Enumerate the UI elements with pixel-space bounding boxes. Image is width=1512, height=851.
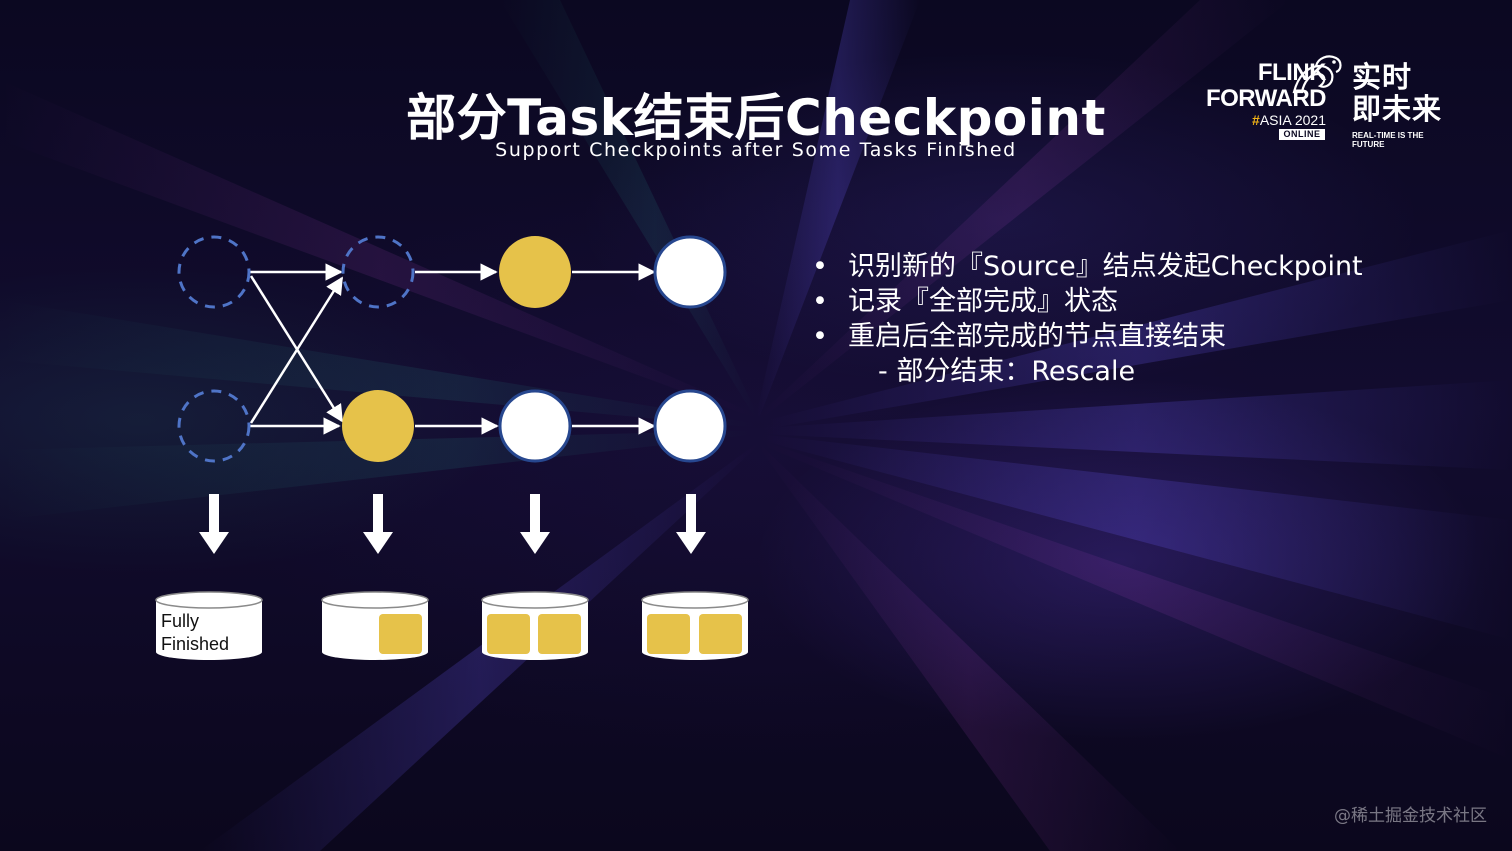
logo-hash: #	[1252, 112, 1260, 128]
logo-flink-text: FLINK	[1257, 59, 1327, 86]
logo-edition: #ASIA 2021	[1232, 113, 1326, 128]
edge-a2-b1	[249, 276, 344, 424]
state-database-3	[481, 591, 589, 660]
state-block	[647, 614, 690, 654]
state-block	[487, 614, 530, 654]
bullet-dot: •	[812, 321, 828, 352]
logo-forward-text: FORWARD	[1205, 85, 1327, 112]
bullet-list: • 识别新的『Source』结点发起Checkpoint • 记录『全部完成』状…	[812, 249, 1462, 389]
squirrel-logo-icon	[1292, 55, 1342, 94]
bullet-text: 识别新的『Source』结点发起Checkpoint	[848, 251, 1363, 282]
bullet-item: • 重启后全部完成的节点直接结束	[812, 319, 1462, 354]
state-block	[379, 614, 422, 654]
node-finished-dashed-top-2	[341, 235, 415, 309]
node-new-source-bottom-2	[342, 390, 414, 462]
watermark: @稀土掘金技术社区	[1334, 806, 1487, 826]
state-database-2	[321, 591, 429, 660]
down-arrow-icon	[363, 494, 393, 554]
down-arrow-icon	[199, 494, 229, 554]
bullet-dot: •	[812, 251, 828, 282]
node-finished-dashed-top-1	[177, 235, 251, 309]
sub-bullet-text: - 部分结束：Rescale	[878, 356, 1136, 387]
state-block	[699, 614, 742, 654]
state-database-fully-finished: Fully Finished	[155, 591, 263, 660]
bullet-item: • 记录『全部完成』状态	[812, 284, 1462, 319]
flink-forward-logo: FLINK FORWARD #ASIA 2021 ONLINE 实时 即未来 R…	[1192, 52, 1454, 152]
node-running-bottom-3	[498, 389, 572, 463]
logo-cn-line1: 实时	[1352, 60, 1413, 94]
logo-online-badge: ONLINE	[1279, 129, 1325, 140]
bullet-item: • 识别新的『Source』结点发起Checkpoint	[812, 249, 1462, 284]
down-arrow-icon	[676, 494, 706, 554]
state-block	[538, 614, 581, 654]
node-running-top-4	[653, 235, 727, 309]
slide-subtitle: Support Checkpoints after Some Tasks Fin…	[495, 139, 1017, 161]
db-label-line2: Finished	[161, 634, 229, 654]
bullet-dot: •	[812, 286, 828, 317]
bullet-text: 重启后全部完成的节点直接结束	[848, 321, 1226, 352]
node-new-source-top-3	[499, 236, 571, 308]
logo-edition-text: ASIA 2021	[1259, 112, 1326, 128]
state-database-4	[641, 591, 749, 660]
node-finished-dashed-bottom-1	[177, 389, 251, 463]
bullet-text: 记录『全部完成』状态	[848, 286, 1118, 317]
node-running-bottom-4	[653, 389, 727, 463]
db-label-line1: Fully	[161, 611, 199, 631]
slide-title: 部分Task结束后Checkpoint	[406, 89, 1106, 147]
down-arrow-icon	[520, 494, 550, 554]
logo-tagline: REAL-TIME IS THE FUTURE	[1352, 131, 1424, 149]
logo-cn-line2: 即未来	[1352, 92, 1443, 126]
